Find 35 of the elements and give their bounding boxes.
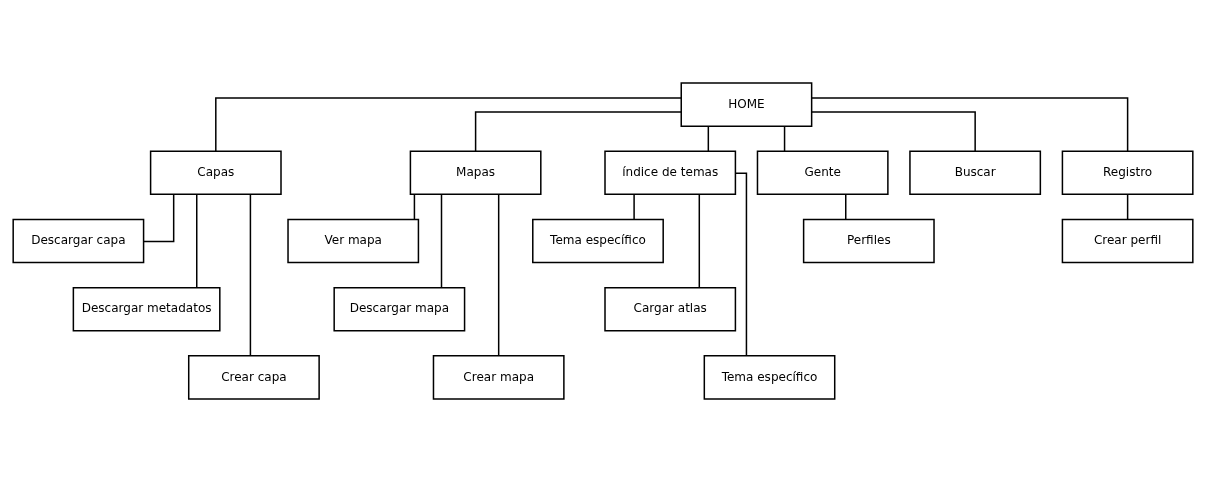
- connector: [698, 193, 701, 288]
- connector: [810, 110, 976, 152]
- node-box: Mapas: [409, 149, 542, 195]
- connector: [413, 193, 416, 220]
- node-box: Registro: [1061, 149, 1194, 195]
- connector: [1126, 193, 1129, 220]
- connector: [497, 193, 500, 356]
- node-box: Crear capa: [187, 354, 320, 400]
- node-box: Crear mapa: [432, 354, 565, 400]
- connector: [474, 110, 682, 152]
- node-box: Perfiles: [802, 218, 935, 263]
- connector: [143, 193, 175, 242]
- node-box: Gente: [756, 149, 889, 195]
- connector: [249, 193, 252, 356]
- connector: [215, 96, 682, 152]
- node-box: Capas: [149, 149, 282, 195]
- connector: [845, 193, 847, 220]
- connector: [811, 96, 1129, 152]
- node-box: Buscar: [909, 149, 1042, 195]
- node-box: Crear perfil: [1061, 218, 1194, 263]
- connector: [633, 193, 635, 220]
- connector: [196, 193, 198, 288]
- connector: [707, 124, 710, 152]
- node-box: Descargar capa: [12, 218, 145, 263]
- node-box: Tema específico: [703, 354, 836, 400]
- node-box: Ver mapa: [287, 218, 420, 263]
- connector: [734, 172, 748, 356]
- connector: [783, 124, 786, 152]
- connector: [440, 193, 443, 288]
- node-box: índice de temas: [604, 149, 737, 195]
- node-box: HOME: [680, 81, 813, 127]
- node-box: Cargar atlas: [604, 286, 737, 332]
- node-box: Descargar mapa: [333, 286, 466, 332]
- node-box: Tema específico: [532, 218, 664, 263]
- node-box: Descargar metadatos: [72, 286, 221, 332]
